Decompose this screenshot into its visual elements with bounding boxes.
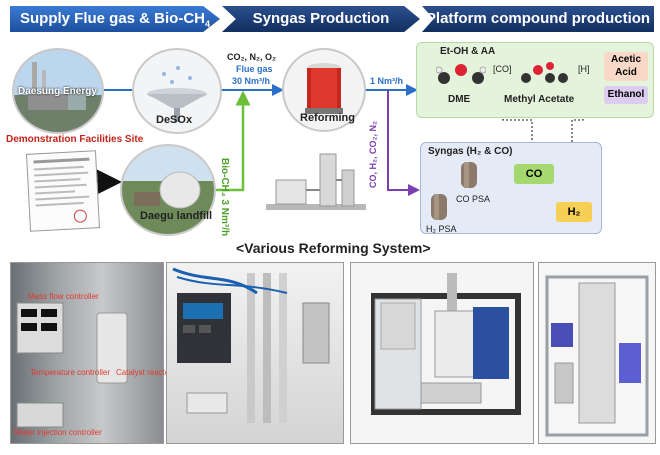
lab-system-photo-2 bbox=[166, 262, 344, 444]
biogas-label: Bio-CH₄ 3 Nm³/h bbox=[219, 158, 230, 237]
daesung-label: Daesung Energy bbox=[18, 86, 97, 97]
lab-system-photo-1 bbox=[10, 262, 164, 444]
render-system-photo-2 bbox=[538, 262, 656, 444]
desox-label: DeSOx bbox=[156, 114, 193, 126]
ethanol-label: Ethanol bbox=[607, 89, 645, 100]
h-step-label: [H] bbox=[578, 64, 590, 74]
methyl-acetate-molecule-icon bbox=[521, 62, 568, 83]
h2-psa-tank-icon bbox=[431, 194, 447, 220]
daegu-photo bbox=[120, 144, 216, 236]
banner-syngas-text: Syngas Production bbox=[252, 10, 390, 27]
desox-photo bbox=[132, 48, 222, 134]
methyl-acetate-label: Methyl Acetate bbox=[504, 94, 575, 105]
flue-gases-label: CO₂, N₂, O₂ bbox=[227, 52, 276, 62]
dme-label: DME bbox=[448, 94, 471, 105]
reforming-label: Reforming bbox=[300, 112, 355, 124]
render-tower-icon bbox=[545, 275, 649, 437]
co-psa-label: CO PSA bbox=[456, 194, 491, 204]
reformer-skid-render bbox=[256, 140, 380, 232]
document-icon bbox=[33, 157, 90, 223]
h2-box: H₂ bbox=[556, 202, 592, 222]
co-step-label: [CO] bbox=[493, 64, 512, 74]
daegu-label: Daegu landfill bbox=[140, 210, 213, 222]
catalyst-reactor-label: Catalyst reactor bbox=[116, 368, 173, 377]
h2-psa-label: H₂ PSA bbox=[426, 224, 457, 234]
ethanol-box: Ethanol bbox=[604, 86, 648, 104]
flue-gas-rate: 30 Nm³/h bbox=[232, 76, 271, 86]
syngas-gases-label: CO, H₂, CO₂, N₂ bbox=[368, 121, 378, 188]
banner-platform: Platform compound production bbox=[422, 6, 654, 32]
co-label: CO bbox=[525, 168, 543, 180]
banner-supply-text: Supply Flue gas & Bio-CH bbox=[19, 10, 205, 27]
banner-supply-sub: 4 bbox=[205, 19, 211, 29]
demo-site-label: Demonstration Facilities Site bbox=[6, 134, 144, 145]
arrow-biogas bbox=[210, 90, 251, 192]
dme-molecule-icon bbox=[436, 64, 486, 84]
render-skid-icon bbox=[371, 273, 521, 415]
syngas-rate: 1 Nm³/h bbox=[370, 76, 404, 86]
acetic-acid-box: Acetic Acid bbox=[604, 52, 648, 81]
reformer-icon bbox=[305, 63, 343, 114]
desox-funnel-icon bbox=[147, 66, 207, 122]
render-system-photo-1 bbox=[350, 262, 534, 444]
temp-controller-label: Temperature controller bbox=[30, 368, 111, 377]
lab-rig-icon bbox=[172, 267, 330, 423]
flue-gas-label: Flue gas bbox=[236, 64, 273, 74]
gas-tank-icon bbox=[134, 171, 201, 209]
reforming-photo bbox=[282, 48, 366, 132]
power-plant-icon bbox=[28, 62, 86, 110]
acetic-acid-label: Acetic Acid bbox=[610, 54, 641, 78]
various-title: <Various Reforming System> bbox=[236, 240, 431, 256]
banner-syngas: Syngas Production bbox=[222, 6, 420, 32]
syngas-box-label: Syngas (H₂ & CO) bbox=[428, 146, 513, 157]
daesung-photo bbox=[12, 48, 104, 134]
water-injection-label: Water injection controller bbox=[14, 428, 102, 437]
co-psa-tank-icon bbox=[461, 162, 477, 188]
banner-supply: Supply Flue gas & Bio-CH4 bbox=[10, 6, 220, 32]
lab-rack-icon bbox=[16, 302, 128, 428]
h2-label: H₂ bbox=[567, 206, 581, 218]
banner-platform-text: Platform compound production bbox=[425, 10, 651, 27]
etoh-aa-label: Et-OH & AA bbox=[440, 46, 496, 57]
skid-icon bbox=[266, 153, 366, 210]
certificate-document bbox=[26, 150, 100, 232]
arrow-syngas bbox=[387, 90, 420, 196]
co-box: CO bbox=[514, 164, 554, 184]
mass-flow-label: Mass flow controller bbox=[28, 292, 99, 301]
